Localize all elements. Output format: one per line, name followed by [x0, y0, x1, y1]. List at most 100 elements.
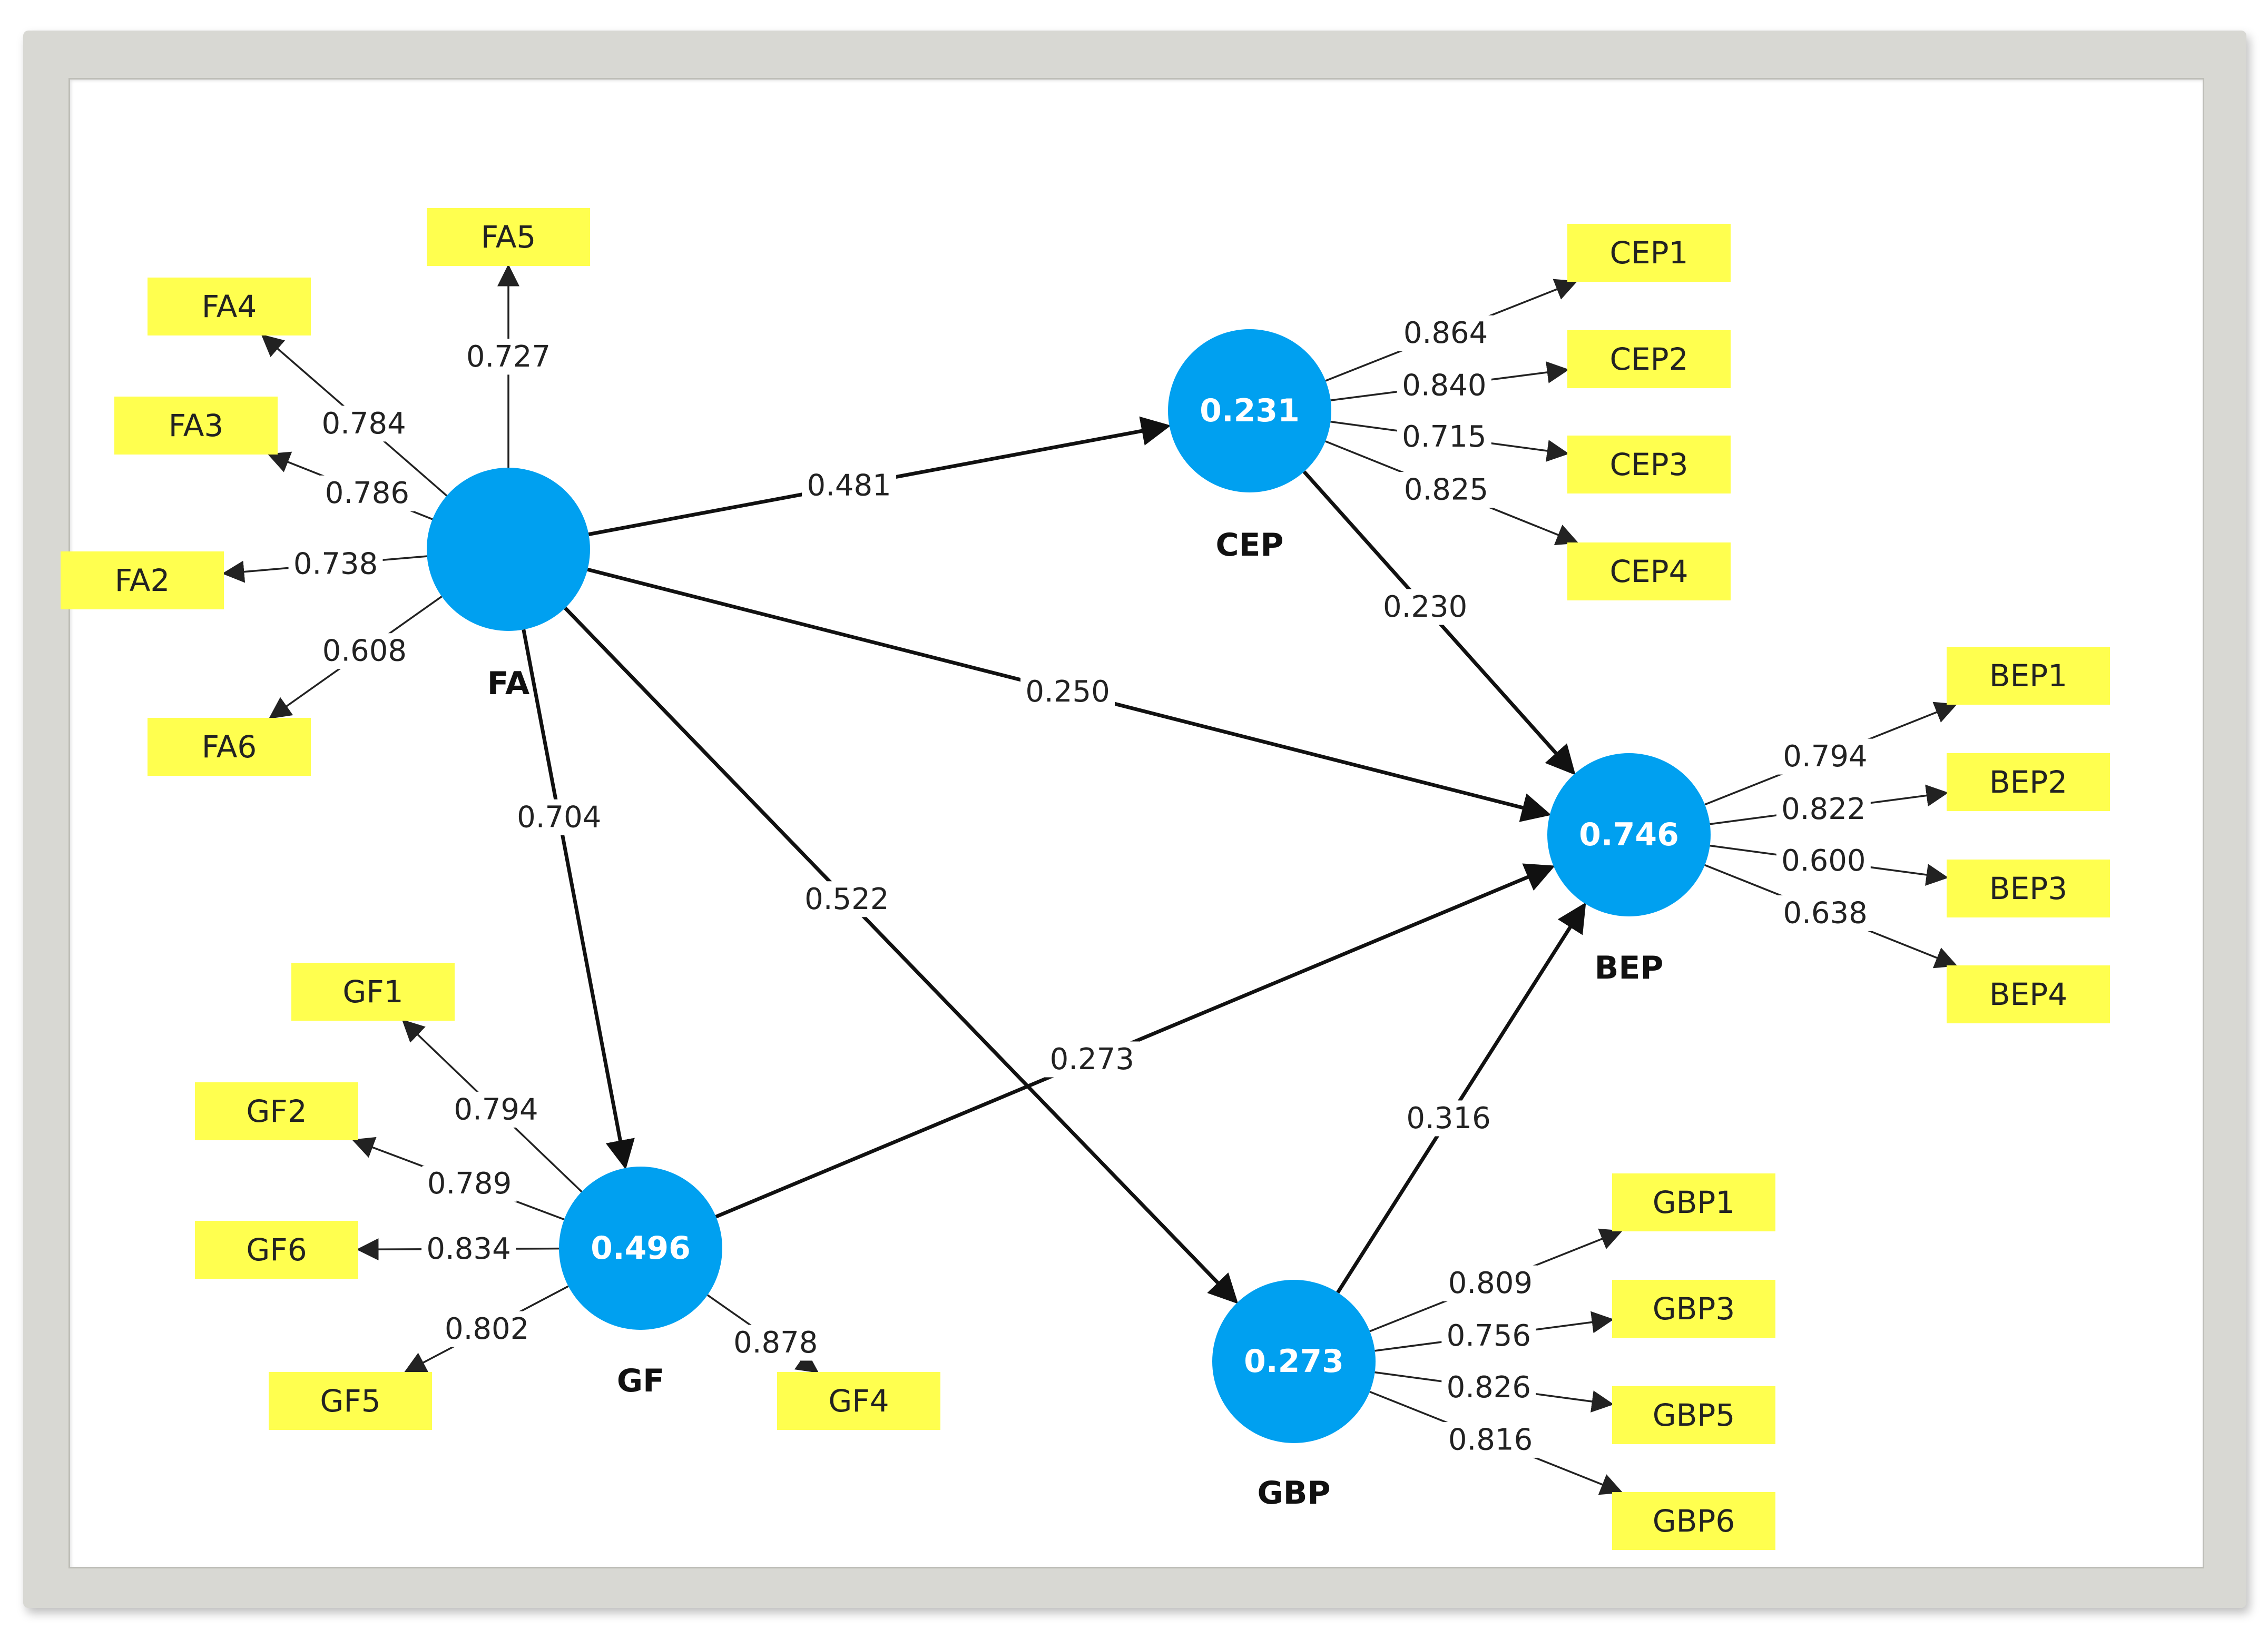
loading-label-gbp3: 0.756 [1447, 1319, 1531, 1353]
indicator-box-gf4[interactable] [777, 1372, 940, 1430]
indicator-label-bep2: BEP2 [1989, 764, 2067, 800]
latent-node-bep[interactable] [1547, 753, 1711, 916]
loading-label-gf1: 0.794 [454, 1092, 538, 1127]
loading-label-gbp6-bg [1443, 1421, 1538, 1458]
indicator-box-fa6[interactable] [148, 718, 311, 776]
indicator-label-fa3: FA3 [169, 408, 224, 443]
indicators-layer: FA5FA4FA3FA2FA6CEP1CEP2CEP3CEP4BEP1BEP2B… [61, 208, 2110, 1550]
loading-label-fa3: 0.786 [325, 476, 409, 510]
loading-label-bep3: 0.600 [1781, 844, 1866, 878]
indicator-label-gf6: GF6 [246, 1232, 307, 1268]
indicator-label-cep2: CEP2 [1609, 341, 1688, 377]
latent-node-gf[interactable] [559, 1167, 722, 1330]
loading-label-fa4-bg [317, 406, 411, 442]
path-arrow-gbp-bep [1336, 902, 1586, 1294]
loading-label-bep4-bg [1778, 895, 1873, 931]
indicator-box-gbp1[interactable] [1612, 1173, 1775, 1231]
loading-label-gbp5-bg [1441, 1369, 1536, 1406]
indicator-label-gf5: GF5 [320, 1383, 380, 1419]
loading-label-fa2: 0.738 [293, 547, 378, 581]
indicator-box-cep4[interactable] [1567, 542, 1731, 600]
path-coef-fa-bep: 0.250 [1025, 675, 1110, 709]
latent-r2-gf: 0.496 [591, 1230, 691, 1267]
indicator-label-fa4: FA4 [202, 289, 257, 324]
loading-label-bep3-bg [1776, 843, 1871, 879]
path-coef-fa-gbp-bg [799, 881, 894, 917]
loading-label-gf2: 0.789 [427, 1167, 512, 1201]
latent-name-gf: GF [617, 1363, 664, 1399]
indicator-box-cep2[interactable] [1567, 330, 1731, 388]
latent-r2-gbp: 0.273 [1244, 1343, 1344, 1380]
loading-label-gf5: 0.802 [445, 1312, 529, 1346]
indicator-label-cep1: CEP1 [1609, 235, 1688, 271]
loading-label-fa5-bg [461, 339, 556, 375]
indicator-box-cep1[interactable] [1567, 224, 1731, 282]
loading-label-gbp1: 0.809 [1448, 1266, 1533, 1300]
loading-label-gbp5: 0.826 [1447, 1370, 1531, 1405]
latent-name-cep: CEP [1216, 527, 1284, 564]
loading-label-cep1: 0.864 [1403, 316, 1488, 350]
indicator-box-fa3[interactable] [114, 397, 278, 455]
indicator-label-bep3: BEP3 [1989, 871, 2067, 906]
indicator-box-gbp3[interactable] [1612, 1280, 1775, 1338]
indicator-box-fa4[interactable] [148, 278, 311, 335]
path-coef-gbp-bep: 0.316 [1406, 1101, 1490, 1136]
indicator-box-gf2[interactable] [195, 1082, 358, 1140]
latent-name-fa: FA [487, 665, 530, 702]
indicator-box-bep2[interactable] [1947, 753, 2110, 811]
path-coef-gf-bep: 0.273 [1050, 1042, 1134, 1077]
path-coef-gf-bep-bg [1045, 1041, 1140, 1078]
path-coef-cep-bep-bg [1378, 589, 1472, 625]
loading-label-cep3: 0.715 [1402, 420, 1486, 454]
indicator-box-bep3[interactable] [1947, 860, 2110, 917]
path-coef-fa-gf: 0.704 [517, 800, 601, 834]
indicator-label-fa2: FA2 [115, 562, 170, 598]
indicator-loadings-layer: 0.7270.7840.7860.7380.6080.8640.8400.715… [222, 264, 1958, 1495]
indicator-label-fa6: FA6 [202, 729, 257, 765]
path-coef-fa-cep: 0.481 [807, 469, 891, 503]
indicator-box-cep3[interactable] [1567, 436, 1731, 493]
indicator-label-gbp1: GBP1 [1653, 1184, 1735, 1220]
indicator-box-gbp5[interactable] [1612, 1386, 1775, 1444]
path-coef-fa-gbp: 0.522 [804, 882, 889, 916]
indicator-box-fa5[interactable] [427, 208, 590, 266]
path-arrow-fa-gf [522, 629, 635, 1170]
indicator-box-bep1[interactable] [1947, 647, 2110, 705]
path-coef-gbp-bep-bg [1401, 1100, 1496, 1137]
indicator-label-gbp6: GBP6 [1653, 1503, 1735, 1539]
loading-label-fa2-bg [288, 546, 383, 582]
loading-label-cep3-bg [1397, 419, 1491, 455]
loading-label-gf6: 0.834 [426, 1232, 510, 1266]
loading-label-gf1-bg [449, 1091, 544, 1128]
latent-node-fa[interactable] [427, 468, 590, 631]
indicator-label-cep3: CEP3 [1609, 447, 1688, 482]
loading-label-gf5-bg [439, 1311, 534, 1347]
loading-label-cep4-bg [1399, 472, 1494, 508]
indicator-label-cep4: CEP4 [1609, 554, 1688, 589]
indicator-label-gf1: GF1 [342, 974, 403, 1010]
loading-label-fa4: 0.784 [321, 407, 406, 441]
loading-label-gf6-bg [421, 1231, 516, 1267]
latent-node-cep[interactable] [1168, 329, 1331, 492]
loading-label-gbp6: 0.816 [1448, 1423, 1533, 1457]
loading-label-gbp1-bg [1443, 1265, 1538, 1301]
loading-label-bep1-bg [1778, 738, 1872, 775]
indicator-box-gf5[interactable] [269, 1372, 432, 1430]
indicator-box-bep4[interactable] [1947, 965, 2110, 1023]
loading-label-fa3-bg [320, 475, 415, 511]
indicator-box-gf6[interactable] [195, 1221, 358, 1279]
indicator-box-fa2[interactable] [61, 551, 224, 609]
loading-label-cep1-bg [1398, 315, 1493, 351]
latent-node-gbp[interactable] [1212, 1280, 1376, 1443]
loading-label-gf4-bg [728, 1325, 823, 1361]
latent-r2-bep: 0.746 [1579, 816, 1679, 853]
indicator-box-gf1[interactable] [291, 963, 455, 1021]
indicator-label-gbp3: GBP3 [1653, 1291, 1735, 1327]
indicator-label-fa5: FA5 [481, 219, 536, 255]
indicator-label-bep4: BEP4 [1989, 976, 2067, 1012]
loading-label-gf2-bg [422, 1166, 517, 1202]
loading-label-bep2: 0.822 [1781, 792, 1866, 826]
indicator-box-gbp6[interactable] [1612, 1492, 1775, 1550]
latent-name-gbp: GBP [1258, 1475, 1331, 1512]
